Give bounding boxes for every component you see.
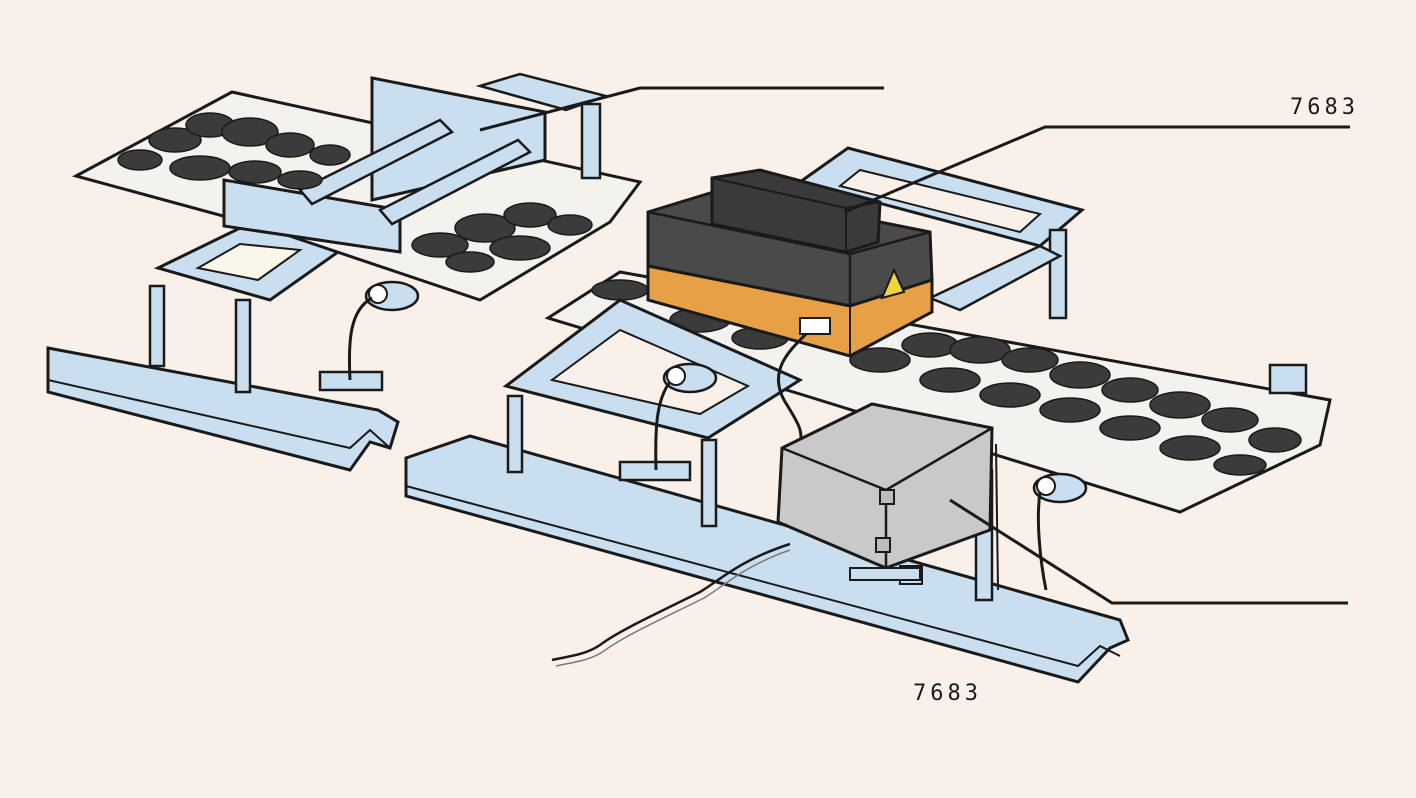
control-cabinet [551, 402, 999, 667]
leader-line-bottom-right [949, 498, 1348, 605]
leader-lines [479, 86, 1350, 605]
leader-line-top-right [844, 125, 1350, 214]
sensor-device [646, 168, 934, 446]
warning-sign-icon [880, 267, 906, 300]
left-conveyor [46, 72, 643, 472]
left-coal-pile [117, 112, 593, 273]
label-top-right: 7683 [1290, 95, 1359, 120]
left-base-rail [46, 346, 400, 472]
label-bottom: 7683 [913, 681, 982, 706]
leader-line-top-left [479, 86, 884, 132]
